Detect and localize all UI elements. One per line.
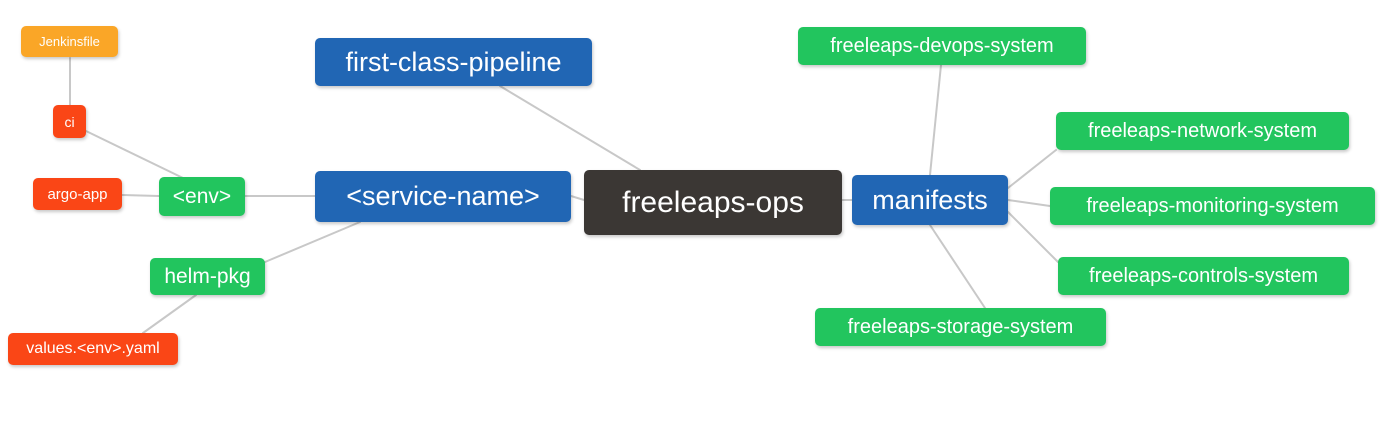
mindmap-node-label: freeleaps-monitoring-system bbox=[1086, 195, 1339, 217]
mindmap-node-label: values.<env>.yaml bbox=[26, 340, 160, 357]
mindmap-node-label: freeleaps-ops bbox=[622, 185, 804, 219]
mindmap-node-label: <service-name> bbox=[346, 181, 540, 211]
mindmap-node-label: freeleaps-devops-system bbox=[830, 35, 1054, 57]
mindmap-node-label: helm-pkg bbox=[164, 265, 251, 288]
edge-firstclass-ops bbox=[499, 85, 641, 171]
mindmap-node-service-name[interactable]: <service-name> bbox=[315, 171, 571, 222]
mindmap-node-manifests[interactable]: manifests bbox=[852, 175, 1008, 225]
edge-manifests-controls bbox=[1007, 211, 1059, 263]
mindmap-node-freeleaps-monitoring-system[interactable]: freeleaps-monitoring-system bbox=[1050, 187, 1375, 225]
mindmap-node-freeleaps-storage-system[interactable]: freeleaps-storage-system bbox=[815, 308, 1106, 346]
mindmap-node-freeleaps-ops[interactable]: freeleaps-ops bbox=[584, 170, 842, 235]
mindmap-node-label: <env> bbox=[172, 185, 232, 208]
edge-helmpkg-servicename bbox=[264, 221, 361, 263]
mindmap-node-label: freeleaps-controls-system bbox=[1089, 265, 1318, 287]
mindmap-node-ci[interactable]: ci bbox=[53, 105, 86, 138]
mindmap-node-freeleaps-network-system[interactable]: freeleaps-network-system bbox=[1056, 112, 1349, 150]
mindmap-node-helm-pkg[interactable]: helm-pkg bbox=[150, 258, 265, 295]
mindmap-node-freeleaps-controls-system[interactable]: freeleaps-controls-system bbox=[1058, 257, 1349, 295]
mindmap-node-label: freeleaps-network-system bbox=[1088, 120, 1317, 142]
mindmap-node-values-yaml[interactable]: values.<env>.yaml bbox=[8, 333, 178, 365]
edge-manifests-monitoring bbox=[1007, 199, 1051, 207]
edge-servicename-ops bbox=[570, 195, 585, 201]
mindmap-node-label: ci bbox=[64, 113, 75, 130]
mindmap-node-freeleaps-devops-system[interactable]: freeleaps-devops-system bbox=[798, 27, 1086, 65]
mindmap-node-label: first-class-pipeline bbox=[345, 46, 562, 77]
mindmap-node-label: manifests bbox=[872, 184, 988, 215]
edge-manifests-devops bbox=[929, 64, 942, 176]
mindmap-node-label: freeleaps-storage-system bbox=[847, 316, 1074, 338]
edge-valuesyaml-helmpkg bbox=[142, 294, 197, 334]
mindmap-node-first-class-pipeline[interactable]: first-class-pipeline bbox=[315, 38, 592, 86]
mindmap-node-jenkinsfile[interactable]: Jenkinsfile bbox=[21, 26, 118, 57]
edge-manifests-network bbox=[1007, 149, 1057, 189]
mindmap-node-label: Jenkinsfile bbox=[39, 34, 100, 49]
edge-argoapp-env bbox=[121, 194, 160, 197]
edge-manifests-storage bbox=[929, 224, 986, 309]
mindmap-node-env[interactable]: <env> bbox=[159, 177, 245, 216]
edge-ci-env bbox=[85, 130, 184, 179]
mindmap-node-argo-app[interactable]: argo-app bbox=[33, 178, 122, 210]
mindmap-node-label: argo-app bbox=[47, 185, 108, 203]
